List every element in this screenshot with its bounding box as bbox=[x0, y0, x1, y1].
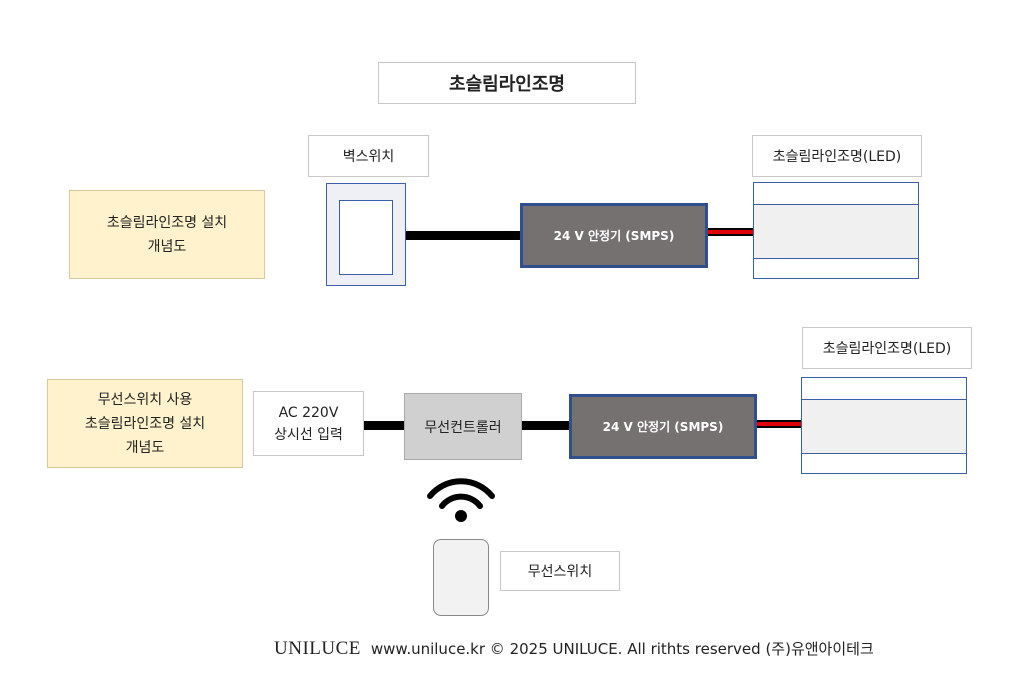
wire-ac-to-controller bbox=[364, 421, 405, 430]
diagram2-note-line1: 무선스위치 사용 bbox=[97, 391, 193, 408]
ac-input-line1: AC 220V bbox=[278, 404, 339, 421]
diagram2-smps: 24 V 안정기 (SMPS) bbox=[569, 394, 757, 459]
diagram1-led-label: 초슬림라인조명(LED) bbox=[752, 135, 922, 177]
diagram2-led-fixture bbox=[801, 377, 967, 474]
wire-controller-to-smps bbox=[522, 421, 572, 430]
diagram1-note-line2: 개념도 bbox=[147, 238, 187, 255]
wall-switch-icon bbox=[326, 183, 406, 286]
wall-switch-label: 벽스위치 bbox=[308, 135, 429, 177]
wireless-controller: 무선컨트롤러 bbox=[404, 393, 522, 460]
diagram2-note-line2: 초슬림라인조명 설치 bbox=[84, 415, 206, 432]
wifi-icon bbox=[427, 478, 495, 522]
wire-smps-to-led bbox=[708, 228, 754, 236]
diagram1-note-line1: 초슬림라인조명 설치 bbox=[106, 214, 228, 231]
footer: UNILUCE www.uniluce.kr © 2025 UNILUCE. Al… bbox=[274, 638, 874, 660]
wire-smps-to-led-2 bbox=[757, 420, 802, 428]
diagram2-note: 무선스위치 사용 초슬림라인조명 설치 개념도 bbox=[47, 379, 243, 468]
wireless-remote-switch bbox=[433, 539, 489, 616]
ac-input-box: AC 220V 상시선 입력 bbox=[253, 391, 364, 456]
footer-text: www.uniluce.kr © 2025 UNILUCE. All ritht… bbox=[370, 640, 874, 658]
diagram2-note-line3: 개념도 bbox=[125, 439, 165, 456]
wire-switch-to-smps bbox=[406, 231, 522, 240]
diagram2-led-body bbox=[801, 399, 967, 454]
diagram-title: 초슬림라인조명 bbox=[378, 62, 636, 104]
diagram1-led-fixture bbox=[753, 182, 919, 279]
footer-brand: UNILUCE bbox=[274, 638, 361, 659]
diagram2-led-label: 초슬림라인조명(LED) bbox=[802, 327, 972, 369]
ac-input-line2: 상시선 입력 bbox=[274, 426, 343, 443]
diagram1-led-body bbox=[753, 204, 919, 259]
diagram1-smps: 24 V 안정기 (SMPS) bbox=[520, 203, 708, 268]
wall-switch-plate bbox=[339, 200, 393, 275]
wireless-switch-label: 무선스위치 bbox=[500, 551, 620, 591]
diagram1-note: 초슬림라인조명 설치 개념도 bbox=[69, 190, 265, 279]
